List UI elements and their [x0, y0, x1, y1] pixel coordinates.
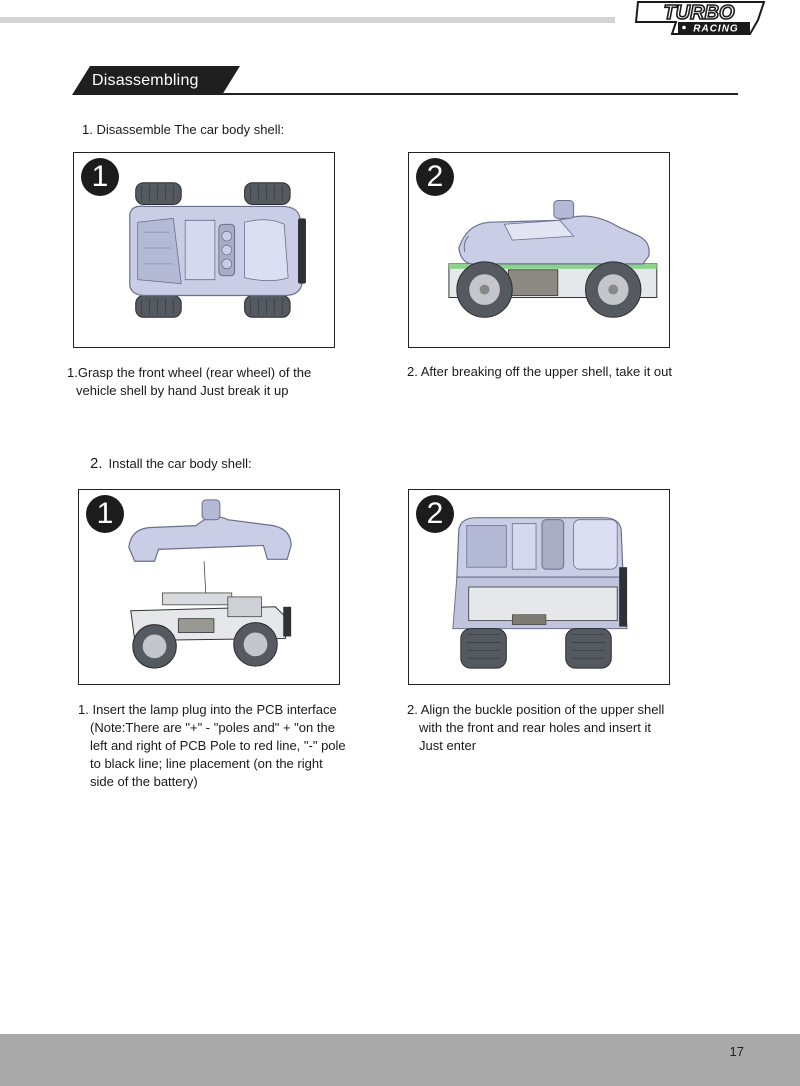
- caption-line: 2. After breaking off the upper shell, t…: [407, 364, 672, 379]
- logo-text-turbo: TURBO: [663, 2, 735, 24]
- step-number-badge: 1: [86, 495, 124, 533]
- step-number-badge: 2: [416, 495, 454, 533]
- page-footer: 17: [0, 1034, 800, 1086]
- caption-line: 1. Insert the lamp plug into the PCB int…: [78, 702, 337, 717]
- caption-line: vehicle shell by hand Just break it up: [76, 383, 289, 398]
- page-number: 17: [729, 1044, 744, 1059]
- step2-caption-1: 1. Insert the lamp plug into the PCB int…: [78, 701, 378, 791]
- caption-line: side of the battery): [90, 774, 198, 789]
- step-number-badge: 2: [416, 158, 454, 196]
- lamp-plug-install-illustration: [128, 499, 292, 669]
- step1-heading: 1. Disassemble The car body shell:: [82, 122, 285, 137]
- step1-caption-1: 1.Grasp the front wheel (rear wheel) of …: [67, 364, 347, 400]
- step2-caption-2: 2. Align the buckle position of the uppe…: [407, 701, 707, 755]
- caption-line: with the front and rear holes and insert…: [419, 720, 651, 735]
- caption-line: Just enter: [419, 738, 477, 753]
- step2-heading: 2. Install the car body shell:: [90, 455, 252, 472]
- caption-line: left and right of PCB Pole to red line, …: [90, 738, 346, 753]
- step2-heading-text: Install the car body shell:: [108, 456, 252, 471]
- section-divider: [222, 93, 738, 95]
- caption-line: to black line; line placement (on the ri…: [90, 756, 323, 771]
- car-shell-removal-illustration: [448, 200, 658, 318]
- top-bar: [0, 17, 615, 23]
- car-top-view-illustration: [129, 182, 306, 318]
- step2-number: 2.: [90, 455, 103, 472]
- step1-figure-1: 1: [73, 152, 335, 348]
- step2-figure-2: 2: [408, 489, 670, 685]
- section-header: Disassembling: [72, 66, 738, 96]
- step1-caption-2: 2. After breaking off the upper shell, t…: [407, 363, 727, 381]
- step1-figure-2: 2: [408, 152, 670, 348]
- turbo-racing-logo: TURBO RACING: [634, 1, 766, 35]
- caption-line: 2. Align the buckle position of the uppe…: [407, 702, 665, 717]
- section-tab-shape: [72, 66, 240, 95]
- caption-line: (Note:There are "+" - "poles and" + "on …: [90, 720, 335, 735]
- caption-line: 1.Grasp the front wheel (rear wheel) of …: [67, 365, 312, 380]
- step2-figure-1: 1: [78, 489, 340, 685]
- logo-text-racing: RACING: [693, 24, 738, 35]
- section-title: Disassembling: [92, 72, 199, 89]
- shell-alignment-illustration: [452, 517, 628, 669]
- step-number-badge: 1: [81, 158, 119, 196]
